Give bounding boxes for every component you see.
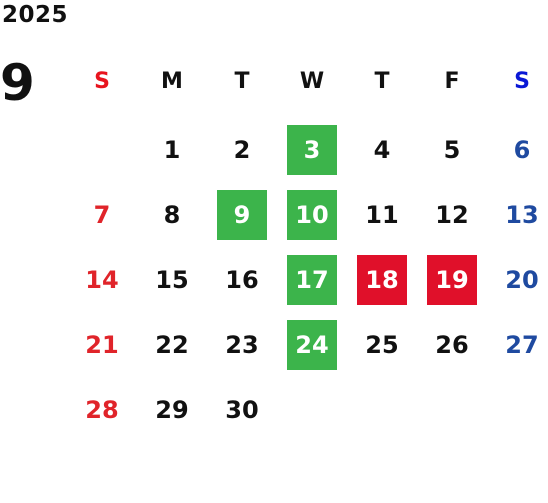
day-cell: 29 — [155, 396, 189, 424]
day-cell: 12 — [435, 201, 469, 229]
year-label: 2025 — [2, 2, 69, 28]
day-cell: 16 — [225, 266, 259, 294]
day-cell: 15 — [155, 266, 189, 294]
day-cell: 1 — [163, 136, 181, 164]
day-cell-highlighted: 24 — [287, 320, 337, 370]
day-cell: 13 — [505, 201, 539, 229]
weekday-fri: F — [444, 68, 460, 94]
weekday-tue: T — [234, 68, 250, 94]
week-row-3: 14 15 16 17 18 19 20 — [0, 255, 548, 305]
weekday-thu: T — [374, 68, 390, 94]
day-cell: 8 — [163, 201, 181, 229]
month-label: 9 — [0, 54, 35, 112]
day-cell: 23 — [225, 331, 259, 359]
weekday-header: S M T W T F S — [0, 56, 548, 106]
day-cell: 25 — [365, 331, 399, 359]
day-cell-highlighted: 9 — [217, 190, 267, 240]
day-cell: 20 — [505, 266, 539, 294]
day-cell-highlighted: 17 — [287, 255, 337, 305]
day-cell: 22 — [155, 331, 189, 359]
day-cell-highlighted: 10 — [287, 190, 337, 240]
day-cell: 2 — [233, 136, 251, 164]
week-row-1: 1 2 3 4 5 6 — [0, 125, 548, 175]
weekday-mon: M — [161, 68, 183, 94]
day-cell: 14 — [85, 266, 119, 294]
week-row-4: 21 22 23 24 25 26 27 — [0, 320, 548, 370]
day-cell-holiday: 18 — [357, 255, 407, 305]
day-cell: 27 — [505, 331, 539, 359]
day-cell: 28 — [85, 396, 119, 424]
weekday-sat: S — [514, 68, 530, 94]
weekday-sun: S — [94, 68, 110, 94]
week-row-5: 28 29 30 — [0, 385, 548, 435]
day-cell-holiday: 19 — [427, 255, 477, 305]
day-cell: 26 — [435, 331, 469, 359]
day-cell: 4 — [373, 136, 391, 164]
week-row-2: 7 8 9 10 11 12 13 — [0, 190, 548, 240]
weekday-wed: W — [299, 68, 325, 94]
day-cell-highlighted: 3 — [287, 125, 337, 175]
day-cell: 21 — [85, 331, 119, 359]
day-cell: 5 — [443, 136, 461, 164]
day-cell: 6 — [513, 136, 531, 164]
day-cell: 30 — [225, 396, 259, 424]
day-cell: 7 — [93, 201, 111, 229]
day-cell — [77, 125, 127, 175]
day-cell: 11 — [365, 201, 399, 229]
